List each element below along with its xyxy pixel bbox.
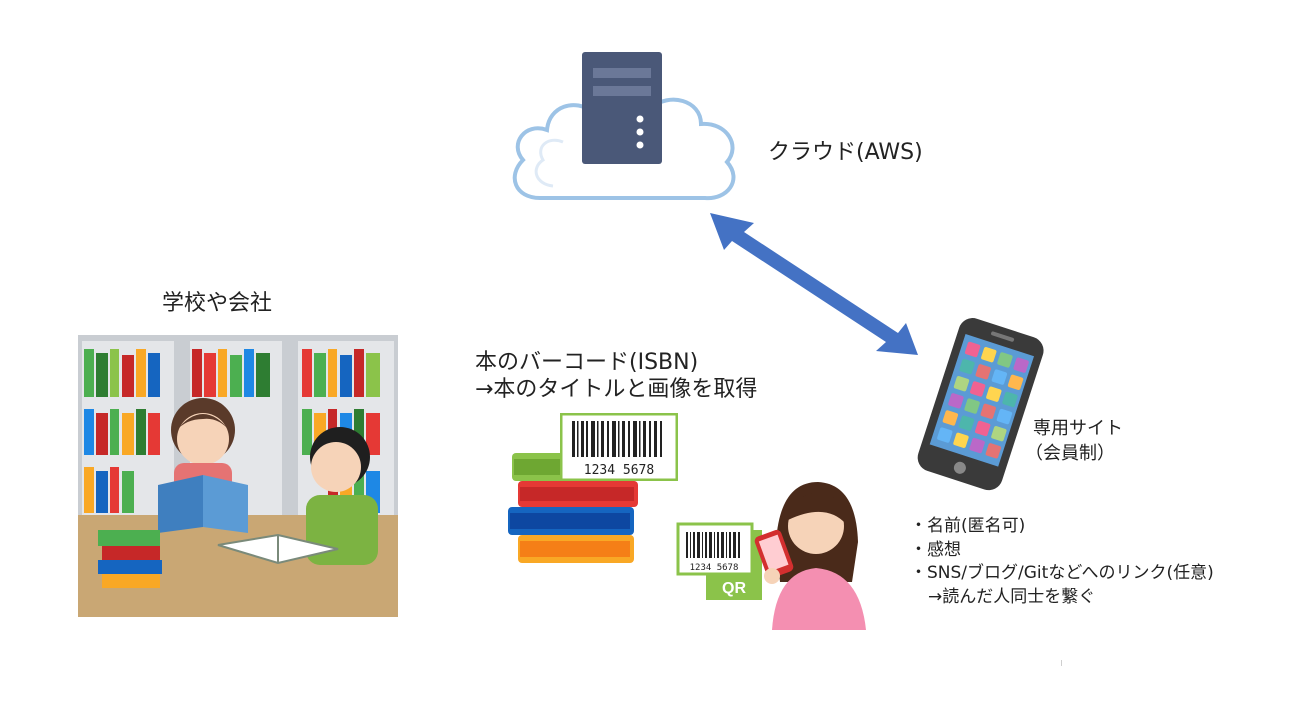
feature-item-name: 名前(匿名可)	[910, 515, 1214, 539]
school-label: 学校や会社	[162, 291, 273, 316]
feature-note: →読んだ人同士を繋ぐ	[928, 586, 1096, 607]
smartphone-icon	[917, 318, 1044, 491]
barcode-digits: 1234 5678	[584, 463, 654, 478]
cloud-server-icon	[512, 52, 736, 201]
barcode-label-line1: 本のバーコード(ISBN)	[475, 350, 699, 375]
feature-list: 名前(匿名可) 感想 SNS/ブログ/Gitなどへのリンク(任意) →読んだ人同…	[910, 515, 1214, 609]
feature-item-impression: 感想	[910, 539, 1214, 563]
library-scene-icon	[78, 335, 398, 617]
site-label-line1: 専用サイト	[1033, 418, 1123, 439]
qr-label: QR	[722, 580, 746, 597]
qr-barcode-digits: 1234 5678	[690, 563, 739, 573]
barcode-icon: 1234 5678	[560, 413, 678, 481]
stray-mark	[1061, 660, 1062, 666]
cloud-label: クラウド(AWS)	[768, 140, 923, 165]
site-label-line2: （会員制）	[1025, 443, 1115, 464]
barcode-label-line2: →本のタイトルと画像を取得	[475, 377, 758, 402]
qr-scan-icon: 1234 5678 QR	[676, 482, 866, 630]
feature-item-links: SNS/ブログ/Gitなどへのリンク(任意)	[910, 562, 1214, 586]
double-arrow-icon	[710, 213, 918, 355]
